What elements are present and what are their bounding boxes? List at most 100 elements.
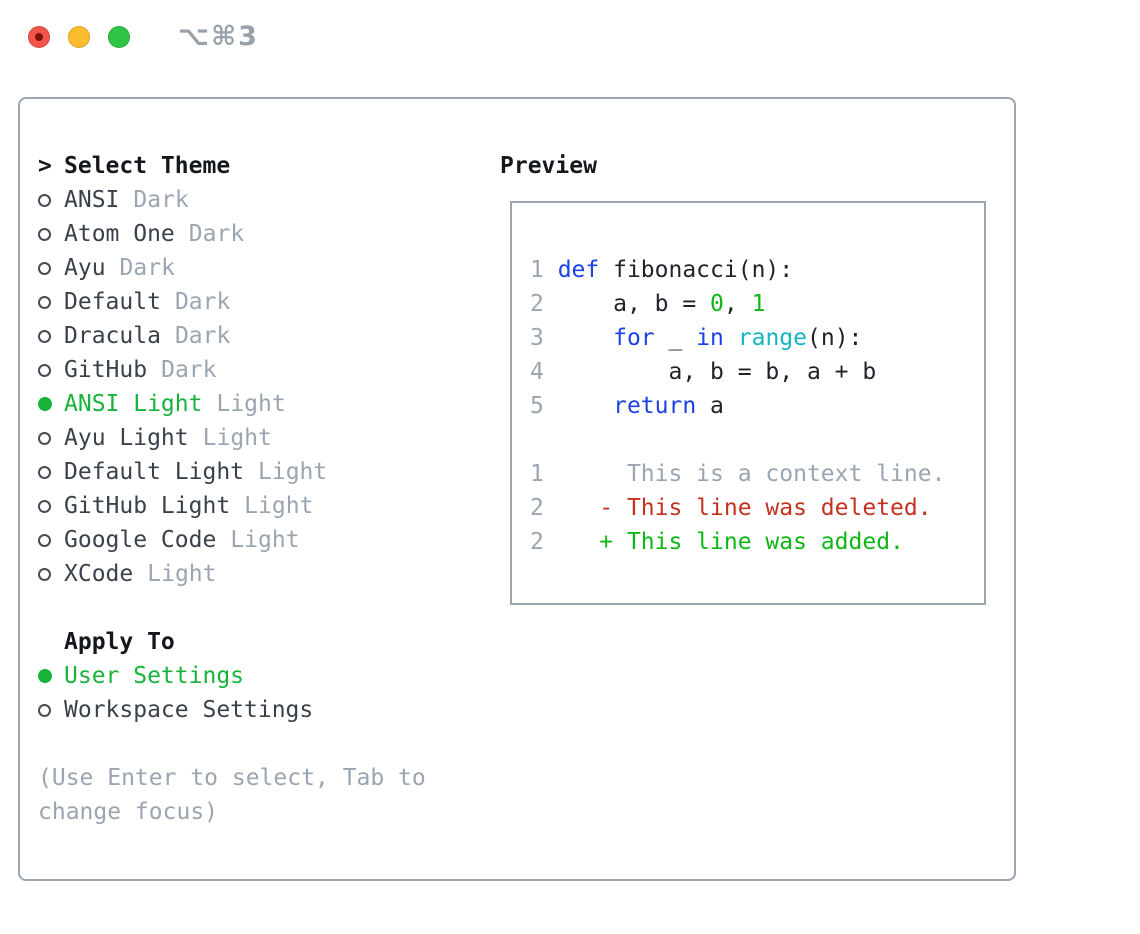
theme-option-github-light[interactable]: GitHub Light Light <box>38 489 450 523</box>
code-token: 3 <box>530 325 558 351</box>
code-token: This is a context line. <box>557 461 946 487</box>
variant-tag: Light <box>258 459 328 485</box>
variant-tag: Dark <box>174 323 231 349</box>
theme-option-xcode[interactable]: XCode Light <box>38 557 450 591</box>
code-line: 2 - This line was deleted. <box>530 491 984 525</box>
select-theme-title: Select Theme <box>64 153 231 179</box>
titlebar: ⌥⌘3 <box>28 21 259 52</box>
code-token: range <box>737 325 807 351</box>
option-label: Ayu Light <box>64 425 189 451</box>
code-line: 5 return a <box>530 389 984 423</box>
variant-tag: Dark <box>188 221 245 247</box>
code-token: 5 <box>530 393 558 419</box>
marker-cell <box>38 227 64 241</box>
variant-tag: Dark <box>119 255 175 281</box>
code-token: 1 <box>530 461 558 487</box>
marker-cell <box>38 669 64 683</box>
code-token: (n): <box>807 325 863 351</box>
option-label: User Settings <box>64 663 245 689</box>
apply-option-workspace-settings[interactable]: Workspace Settings <box>38 693 450 727</box>
code-line: 1 def fibonacci(n): <box>530 253 984 287</box>
code-token: a, b = <box>557 291 711 317</box>
radio-icon <box>38 499 51 513</box>
marker-cell <box>38 261 64 275</box>
marker-cell <box>38 363 64 377</box>
code-line: 3 for _ in range(n): <box>530 321 984 355</box>
code-token: 1 <box>530 257 558 283</box>
code-token: return <box>613 393 697 419</box>
option-label: Default <box>64 289 161 315</box>
theme-option-github[interactable]: GitHub Dark <box>38 353 450 387</box>
zoom-icon[interactable] <box>108 26 130 48</box>
radio-icon <box>38 193 51 207</box>
radio-icon <box>38 703 51 717</box>
help-text: (Use Enter to select, Tab to change focu… <box>38 765 426 825</box>
marker-cell <box>38 329 64 343</box>
radio-selected-icon <box>38 397 52 411</box>
code-token: 0 <box>710 291 724 317</box>
code-token <box>724 325 738 351</box>
code-line: 4 a, b = b, a + b <box>530 355 984 389</box>
code-token: a <box>696 393 724 419</box>
option-label: GitHub <box>64 357 148 383</box>
code-token: 4 <box>530 359 558 385</box>
variant-tag: Light <box>202 425 272 451</box>
option-label: ANSI Light <box>64 391 203 417</box>
focus-chevron-icon: > <box>38 153 52 179</box>
code-token: a, b = b, a + b <box>557 359 877 385</box>
code-token <box>558 325 613 351</box>
spacer <box>38 591 450 625</box>
marker-cell <box>38 703 64 717</box>
variant-tag: Light <box>147 561 217 587</box>
theme-option-ayu-light[interactable]: Ayu Light Light <box>38 421 450 455</box>
radio-icon <box>38 261 51 275</box>
option-label: ANSI <box>64 187 120 213</box>
window-title: ⌥⌘3 <box>178 21 259 52</box>
variant-tag: Dark <box>161 357 217 383</box>
code-token: 2 <box>530 495 558 521</box>
theme-option-default-light[interactable]: Default Light Light <box>38 455 450 489</box>
theme-option-dracula[interactable]: Dracula Dark <box>38 319 450 353</box>
code-token: in <box>696 325 724 351</box>
close-icon[interactable] <box>28 26 50 48</box>
select-theme-header: > Select Theme <box>38 149 450 183</box>
theme-option-ansi-light[interactable]: ANSI Light Light <box>38 387 450 421</box>
option-label: Dracula <box>64 323 161 349</box>
radio-icon <box>38 329 51 343</box>
option-label: Default Light <box>64 459 245 485</box>
theme-picker-panel <box>18 97 1016 881</box>
code-token: 1 <box>751 291 766 317</box>
code-token: _ <box>654 325 697 351</box>
marker-cell <box>38 533 64 547</box>
code-token: fibonacci(n): <box>599 257 794 283</box>
variant-tag: Light <box>244 493 314 519</box>
theme-option-ayu[interactable]: Ayu Dark <box>38 251 450 285</box>
code-token: - This line was deleted. <box>557 495 932 521</box>
marker-cell <box>38 295 64 309</box>
marker-cell <box>38 465 64 479</box>
option-label: Ayu <box>64 255 106 281</box>
preview-title: Preview <box>500 153 597 179</box>
radio-icon <box>38 533 51 547</box>
code-token: def <box>557 257 600 283</box>
radio-icon <box>38 431 51 445</box>
apply-to-header: Apply To <box>38 625 450 659</box>
option-label: GitHub Light <box>64 493 231 519</box>
radio-icon <box>38 295 51 309</box>
apply-option-user-settings[interactable]: User Settings <box>38 659 450 693</box>
minimize-icon[interactable] <box>68 26 90 48</box>
variant-tag: Light <box>216 391 286 417</box>
preview-code: 1 def fibonacci(n): 2 a, b = 0, 1 3 for _ … <box>510 201 986 605</box>
marker-cell <box>38 193 64 207</box>
variant-tag: Light <box>230 527 300 553</box>
code-token: for <box>613 325 655 351</box>
code-token: , <box>723 291 752 317</box>
option-label: XCode <box>64 561 134 587</box>
